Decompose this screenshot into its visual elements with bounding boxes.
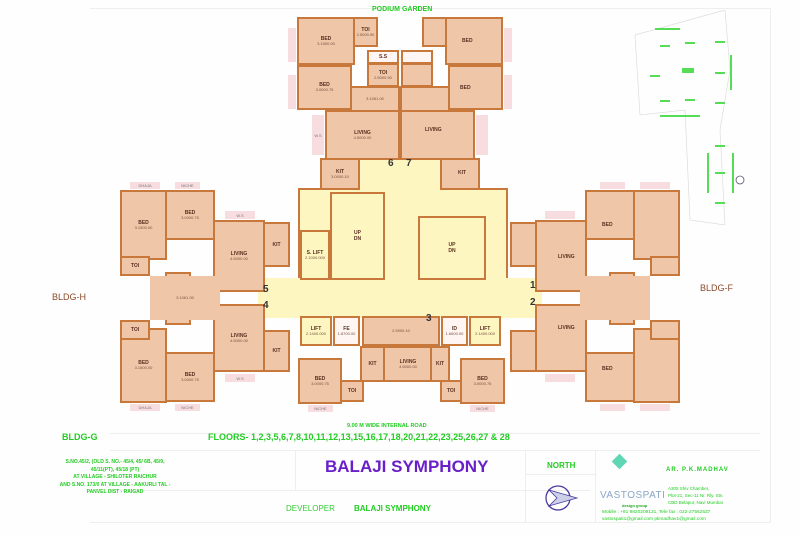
passage: 3.1061.00 (350, 86, 400, 112)
dhaja-strip (288, 75, 296, 109)
firm-tagline: design group (622, 503, 648, 508)
wash-area: W.S (225, 211, 255, 219)
architect-name: AR. P.K.MADHAV (666, 467, 729, 473)
developer-name: BALAJI SYMPHONY (354, 504, 431, 513)
kitchen: KIT (263, 330, 290, 372)
niche: NICHE (175, 404, 200, 411)
toilet: TOI (340, 380, 364, 402)
floors-label: FLOORS- 1,2,3,5,6,7,8,10,11,12,13,15,16,… (208, 432, 510, 442)
kit-label-unit7: KIT (458, 170, 467, 176)
firm-address: A305 Shiv Chamber,Plot-21, Sec-11 Nr. Rl… (668, 486, 724, 505)
lobby-corridor (258, 278, 542, 318)
podium-garden-label: PODIUM GARDEN (372, 6, 433, 13)
bed-label-unit7: BED (460, 85, 471, 91)
niche: NICHE (175, 182, 200, 189)
project-title: BALAJI SYMPHONY (325, 457, 489, 476)
key-plan-labels (650, 28, 734, 204)
central-corridor (360, 155, 440, 195)
developer-label: DEVELOPER (286, 504, 335, 513)
passage: 3.1061.00 (150, 276, 220, 320)
dhaja-strip (288, 28, 296, 62)
dhaja-strip: DHAJA (130, 404, 160, 411)
north-arrow-icon (545, 485, 579, 511)
firm-contact: Mobile : +91 9820209131, Tele fax : 022-… (602, 510, 711, 523)
lobby-room: 2.5900.10 (362, 316, 440, 346)
bed-label-f: BED (602, 222, 613, 228)
toilet: TOI (120, 320, 150, 340)
bed-label-unit7: BED (462, 38, 473, 44)
living-label-f: LIVING (558, 254, 575, 260)
flat-number: 6 (388, 158, 394, 169)
flat-number: 1 (530, 280, 536, 291)
flat-number: 4 (263, 300, 269, 311)
bldg-f-label: BLDG-F (700, 283, 734, 293)
kitchen: KIT (430, 346, 450, 382)
kitchen: KIT (360, 346, 385, 382)
flat-number: 7 (406, 158, 412, 169)
site-address: S.NO.45/2, (OLD S. NO.- 45/4, 45/ 6B, 45… (59, 459, 171, 495)
compass-icon (735, 175, 745, 185)
key-plan (634, 10, 745, 225)
bldg-h-label: BLDG-H (52, 292, 87, 302)
niche: NICHE (308, 405, 333, 412)
dhaja-strip: DHAJA (130, 182, 160, 189)
road-label: 9.00 M WIDE INTERNAL ROAD (347, 423, 427, 429)
wash-area: W.S (225, 374, 255, 382)
toilet: TOI (440, 380, 462, 402)
bldg-g-label: BLDG-G (62, 432, 98, 442)
flat-number: 3 (426, 313, 432, 324)
toilet: TOI (120, 256, 150, 276)
flat-number: 2 (530, 297, 536, 308)
north-label: NORTH (547, 461, 576, 470)
living-label-unit7: LIVING (425, 127, 442, 133)
bed-label-f: BED (602, 366, 613, 372)
flat-number: 5 (263, 284, 269, 295)
firm-logo: VASTOSPATI (600, 490, 666, 501)
wash-area: W.S (312, 115, 324, 155)
living-label-f: LIVING (558, 325, 575, 331)
niche: NICHE (470, 405, 495, 412)
kitchen: KIT (263, 222, 290, 267)
